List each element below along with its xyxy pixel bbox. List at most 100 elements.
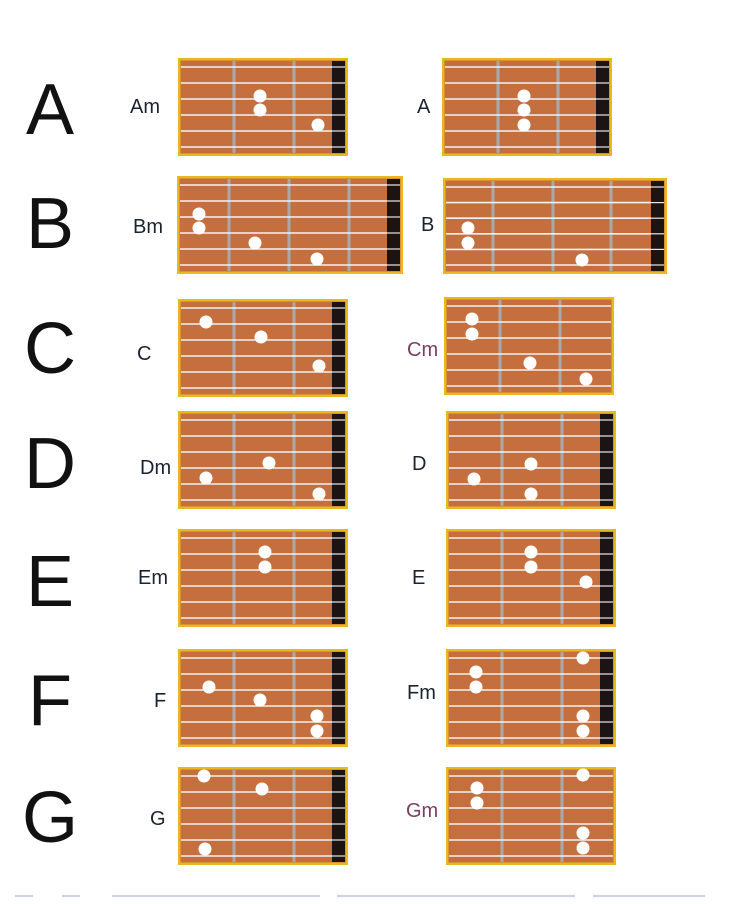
finger-dot [253,103,267,117]
fret-wire [560,652,564,744]
finger-dot [524,545,538,559]
finger-dot [310,724,324,738]
finger-dot [470,781,484,795]
chord-label-b: B [421,214,435,236]
row-letter-g: G [21,778,78,858]
finger-dot [579,372,593,386]
fret-wire [496,61,500,153]
chord-label-a: A [417,96,431,118]
nut [332,414,345,506]
finger-dot [524,560,538,574]
finger-dot [258,545,272,559]
chord-diagram-fm [446,649,616,747]
finger-dot [192,221,206,235]
fret-wire [232,770,236,862]
chord-label-fm: Fm [407,682,436,704]
chord-label-d: D [412,453,427,475]
finger-dot [470,796,484,810]
chord-label-g: G [150,808,166,830]
fretboard [446,767,616,865]
finger-dot [517,89,531,103]
chord-label-c: C [137,343,152,365]
nut [600,532,613,624]
fretboard [446,649,616,747]
chord-diagram-a [442,58,612,156]
finger-dot [517,103,531,117]
fret-wire [500,770,504,862]
row-letter-e: E [25,542,75,622]
fret-wire [551,181,555,271]
nut [332,302,345,394]
fret-wire [292,532,296,624]
finger-dot [576,768,590,782]
finger-dot [467,472,481,486]
fret-wire [609,181,613,271]
footer-rule [593,895,705,897]
chord-diagram-c [178,299,348,397]
finger-dot [202,680,216,694]
row-letter-a: A [25,70,75,150]
finger-dot [461,221,475,235]
finger-dot [523,356,537,370]
nut [332,770,345,862]
fret-wire [292,302,296,394]
chord-diagram-b [443,178,667,274]
footer-rule [112,895,320,897]
fretboard [178,529,348,627]
finger-dot [579,575,593,589]
footer-rule [337,895,575,897]
finger-dot [199,315,213,329]
finger-dot [576,709,590,723]
footer-rule [15,895,33,897]
fret-wire [232,532,236,624]
finger-dot [461,236,475,250]
finger-dot [198,842,212,856]
finger-dot [312,359,326,373]
nut [332,652,345,744]
fret-wire [232,414,236,506]
finger-dot [469,665,483,679]
finger-dot [465,327,479,341]
finger-dot [255,782,269,796]
chord-diagram-bm [177,176,403,274]
chord-label-am: Am [130,96,160,118]
finger-dot [310,709,324,723]
fret-wire [560,770,564,862]
fret-wire [560,414,564,506]
finger-dot [576,826,590,840]
finger-dot [312,487,326,501]
finger-dot [254,330,268,344]
nut [387,179,400,271]
fret-wire [558,300,562,392]
chord-label-gm: Gm [406,800,439,822]
fret-wire [292,61,296,153]
chord-diagram-d [446,411,616,509]
footer-rule [62,895,80,897]
finger-dot [576,651,590,665]
chord-label-f: F [154,690,167,712]
finger-dot [248,236,262,250]
finger-dot [310,252,324,266]
finger-dot [576,724,590,738]
finger-dot [469,680,483,694]
chord-diagram-em [178,529,348,627]
fret-wire [556,61,560,153]
nut [651,181,664,271]
chord-diagram-f [178,649,348,747]
nut [332,61,345,153]
fret-wire [232,302,236,394]
fret-wire [292,414,296,506]
finger-dot [253,89,267,103]
fret-wire [347,179,351,271]
chord-diagram-am [178,58,348,156]
fret-wire [232,652,236,744]
finger-dot [465,312,479,326]
chord-diagram-g [178,767,348,865]
finger-dot [576,841,590,855]
fret-wire [500,414,504,506]
finger-dot [199,471,213,485]
chord-label-e: E [412,567,426,589]
finger-dot [575,253,589,267]
fret-wire [500,532,504,624]
fret-wire [232,61,236,153]
